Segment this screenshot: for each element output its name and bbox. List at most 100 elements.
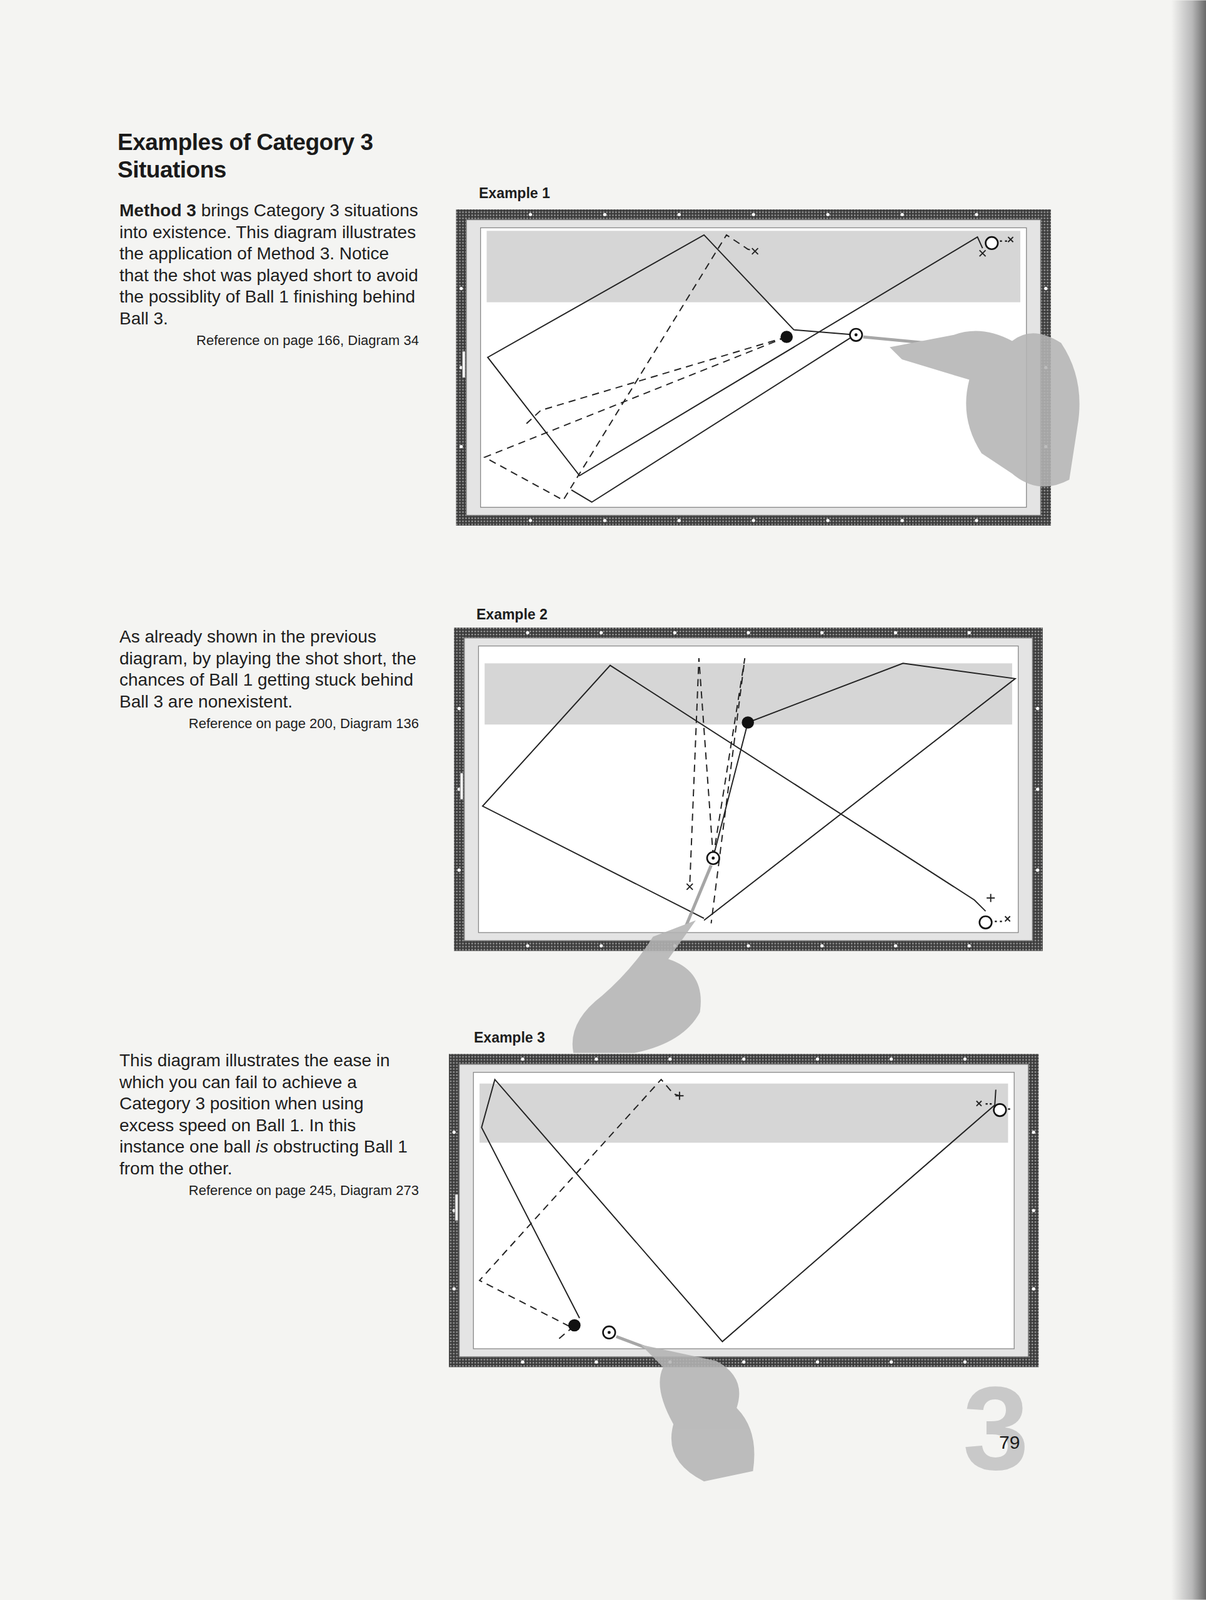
dots (999, 240, 1007, 242)
reference-note: Reference on page 200, Diagram 136 (100, 715, 419, 733)
diamond (525, 631, 529, 635)
diamond (894, 944, 898, 948)
player-silhouette (889, 331, 1080, 488)
diamond (594, 1057, 598, 1061)
diamond (459, 286, 463, 291)
cue-ball-dot (711, 857, 715, 861)
player-silhouette (572, 920, 701, 1054)
paragraph: As already shown in the previous diagram… (119, 626, 421, 713)
shaded-band (486, 230, 1021, 302)
billiard-table (448, 1054, 1039, 1368)
diamond (742, 1057, 746, 1061)
reference-note: Reference on page 200, Diagram 136 (100, 715, 419, 733)
page-number: 79 (999, 1431, 1020, 1455)
diamond (459, 445, 463, 449)
table-cushion (458, 1064, 1029, 1358)
x-mark (686, 884, 1010, 922)
diamond (528, 518, 533, 523)
diamond (826, 518, 830, 523)
paragraph: This diagram illustrates the ease in whi… (119, 1050, 421, 1180)
diamond (668, 1057, 672, 1061)
diamond (525, 944, 529, 948)
diamond (746, 631, 750, 635)
diamond (967, 944, 971, 948)
emphasis-word: is (255, 1137, 269, 1157)
table-surface (473, 1072, 1015, 1350)
example-label: Example 2 (476, 606, 548, 623)
spot-marker (460, 773, 464, 800)
white-ball (979, 916, 993, 930)
diamond (894, 631, 898, 635)
ball-path-dashed (484, 235, 787, 501)
example-label: Example 1 (478, 185, 551, 202)
diamond (1035, 869, 1040, 873)
dots (994, 920, 1002, 923)
diamond (889, 1057, 893, 1061)
diamond (673, 631, 677, 635)
tables (448, 209, 1051, 1368)
diamond (528, 213, 533, 217)
shaded-band (479, 1084, 1008, 1144)
diamond (603, 213, 607, 217)
diamond (815, 1361, 820, 1365)
ball-path-dashed (526, 336, 787, 424)
example-label: Example 3 (473, 1029, 546, 1046)
diamond (677, 213, 681, 217)
white-ball (985, 236, 998, 250)
diamond (967, 631, 971, 635)
table-surface (478, 646, 1018, 934)
diamond (677, 518, 681, 523)
ball-path (571, 335, 856, 503)
diamond (520, 1057, 524, 1061)
example-2-paths (482, 658, 1016, 924)
black-ball (568, 1319, 581, 1333)
reference-note: Reference on page 245, Diagram 273 (100, 1182, 419, 1200)
reference-note: Reference on page 166, Diagram 34 (100, 331, 419, 350)
ball-path-dashed (710, 658, 745, 924)
white-ball (994, 1104, 1007, 1117)
diamond (520, 1361, 524, 1365)
x-mark (675, 1092, 982, 1107)
reference-note: Reference on page 245, Diagram 273 (100, 1182, 419, 1200)
billiard-table (453, 627, 1043, 951)
cue-ball (707, 852, 720, 865)
diamond (1035, 787, 1040, 791)
diamond (974, 518, 978, 523)
example-label: Example 1 (478, 185, 551, 202)
diamond (1032, 1209, 1036, 1213)
player-silhouette (640, 1344, 755, 1482)
diamond (889, 1361, 893, 1365)
diamond (900, 518, 904, 523)
diamond (1032, 1130, 1036, 1135)
example-3-balls (568, 1104, 1006, 1339)
example-label: Example 2 (476, 606, 548, 624)
ball-path-dashed (479, 1079, 680, 1327)
bold-term: Method 3 (119, 200, 197, 221)
cue-ball-dot (607, 1331, 611, 1335)
ball-path (481, 1079, 996, 1342)
example-2-balls (707, 716, 992, 929)
table-rail (448, 1054, 1039, 1368)
player-silhouettes (572, 331, 1080, 1483)
diamond (826, 213, 830, 217)
spot-marker (462, 351, 466, 378)
diamond (815, 1057, 820, 1061)
ball-path-dashed (558, 1328, 572, 1339)
diamond (746, 944, 750, 948)
diamond (820, 631, 824, 635)
diamond (820, 944, 824, 948)
table-cushion (464, 638, 1033, 942)
diamond (452, 1287, 456, 1292)
diamond (599, 944, 603, 948)
example-1-balls (780, 236, 998, 344)
cue-ball (603, 1326, 616, 1340)
table-rail (453, 627, 1043, 951)
diamond (1044, 286, 1048, 291)
example-3-paths (479, 1079, 1011, 1342)
reference-note: Reference on page 166, Diagram 34 (100, 331, 419, 350)
diamond (963, 1057, 967, 1061)
diamond (603, 518, 607, 523)
diamond (752, 213, 756, 217)
black-ball (780, 330, 793, 344)
black-ball (741, 716, 754, 729)
